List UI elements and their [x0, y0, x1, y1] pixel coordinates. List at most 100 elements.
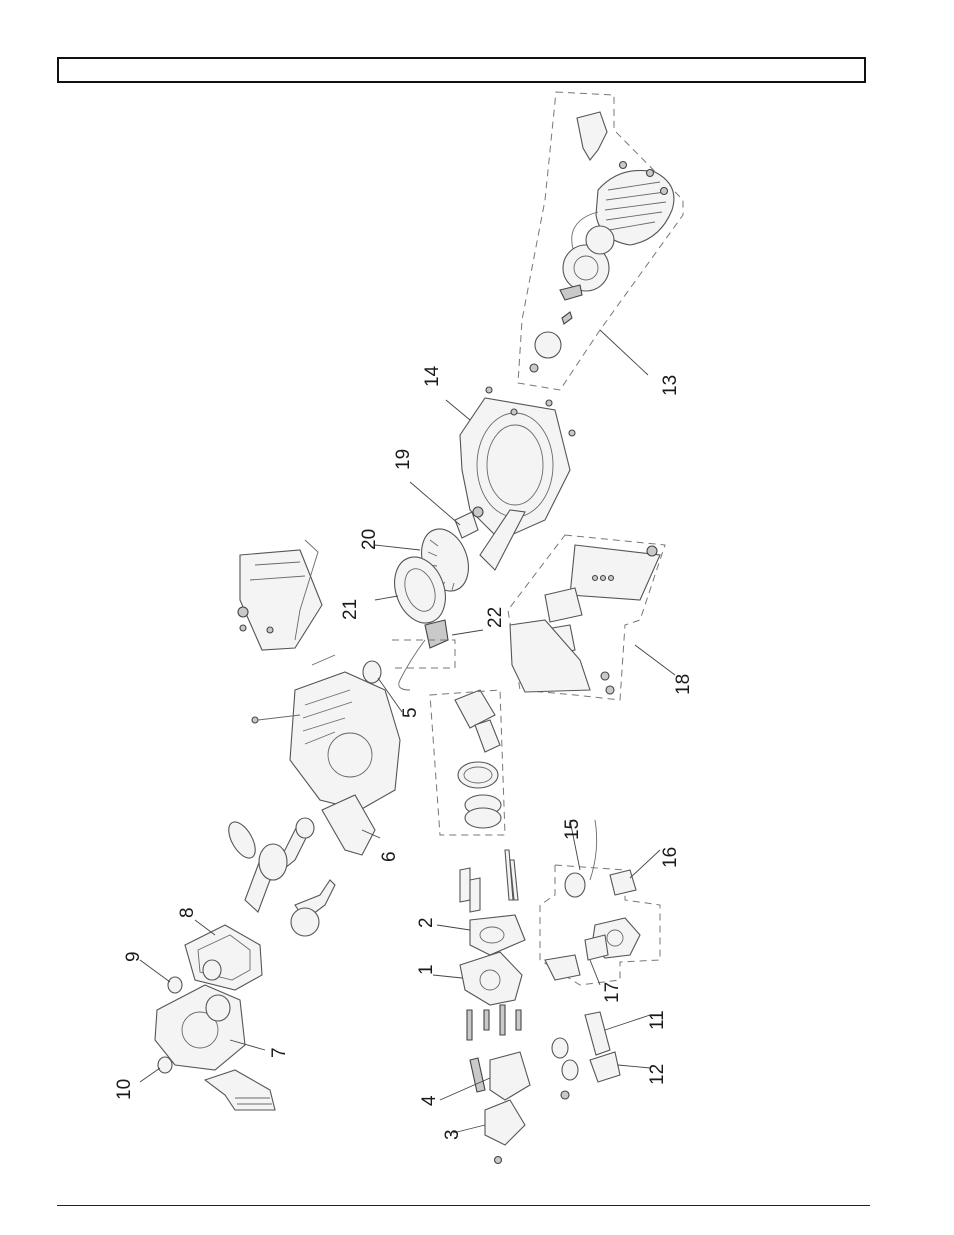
fuel-cap	[238, 607, 248, 617]
cover-nut-a	[620, 162, 627, 169]
air-filter-cover	[570, 545, 660, 600]
ignition-group-outline	[392, 640, 455, 668]
shroud-bolt-c	[546, 400, 552, 406]
leader-19	[410, 482, 460, 525]
crankcase-block	[290, 672, 400, 810]
crank-oil-seal	[296, 818, 314, 838]
cam-gear	[291, 908, 319, 936]
governor-bolt	[252, 717, 258, 723]
leader-16	[630, 850, 660, 878]
cover-vents	[593, 576, 614, 581]
callout-4: 4	[419, 1095, 440, 1106]
link-arm-11	[585, 1012, 610, 1055]
governor-spring-b	[562, 1060, 578, 1080]
leader-13	[600, 330, 648, 375]
starter-cup	[535, 332, 561, 358]
valve-cover-bolt	[495, 1157, 502, 1164]
callout-21: 21	[340, 599, 361, 620]
starter-bolt	[530, 364, 538, 372]
air-filter-group	[508, 535, 675, 700]
callout-2: 2	[416, 917, 437, 928]
crankshaft-group	[223, 795, 380, 936]
starter-spring-small	[562, 312, 572, 324]
crankcase-cover-group	[140, 920, 275, 1110]
callout-10: 10	[114, 1079, 135, 1100]
callout-14: 14	[422, 365, 443, 387]
fuel-tank-body	[240, 550, 322, 650]
head-gasket-2	[470, 915, 525, 955]
callout-19: 19	[393, 449, 414, 470]
base-nut-a	[601, 672, 609, 680]
cover-nut-c	[661, 188, 668, 195]
callout-13: 13	[660, 375, 681, 396]
oil-seal-9	[168, 977, 182, 993]
rod-shaft	[475, 720, 500, 752]
callout-18: 18	[673, 674, 694, 695]
leader-21	[375, 596, 398, 600]
blower-housing	[446, 387, 575, 570]
linkage-nut	[561, 1091, 569, 1099]
flywheel-nut	[473, 507, 483, 517]
leader-17	[590, 960, 600, 985]
ratchet-pawl	[560, 285, 582, 300]
governor-spring-a	[552, 1038, 568, 1058]
callout-15: 15	[562, 819, 583, 840]
cover-bearing	[203, 960, 221, 980]
callout-12: 12	[647, 1064, 668, 1085]
leader-14	[446, 400, 470, 420]
callout-5: 5	[400, 707, 421, 718]
leader-2	[437, 925, 470, 930]
leader-12	[618, 1065, 650, 1068]
connecting-rod	[223, 818, 260, 863]
callout-6: 6	[379, 851, 400, 862]
tank-bolt-b	[267, 627, 273, 633]
crank-counterweight	[259, 844, 287, 880]
air-filter-base	[510, 620, 590, 692]
head-bolts	[467, 1005, 521, 1040]
oil-seal-5	[363, 661, 381, 683]
spark-plug	[470, 1058, 485, 1092]
callout-1: 1	[416, 964, 437, 975]
leader-8	[195, 920, 215, 935]
recoil-starter-assembly	[518, 92, 683, 390]
carburetor-group	[540, 820, 660, 985]
callout-17: 17	[602, 982, 623, 1003]
cylinder-head-1	[460, 952, 522, 1005]
valve-b	[470, 878, 480, 912]
callout-16: 16	[660, 847, 681, 868]
cylinder-head-group	[433, 915, 525, 1040]
leader-1	[433, 975, 462, 978]
cylinder-block	[252, 655, 402, 810]
carb-spacer	[585, 935, 608, 960]
leader-11	[605, 1015, 650, 1030]
callout-20: 20	[359, 529, 380, 550]
carb-float-bowl	[565, 873, 585, 897]
fuel-tank	[238, 540, 322, 650]
starter-handle	[577, 112, 607, 160]
leader-18	[635, 645, 675, 675]
callout-11: 11	[647, 1010, 668, 1030]
breather-tube	[312, 655, 335, 665]
cover-nut-b	[647, 170, 654, 177]
leader-20	[375, 545, 420, 550]
flywheel-group	[375, 482, 483, 690]
piston-ring-b	[465, 808, 501, 828]
leader-9	[140, 960, 170, 982]
callout-3: 3	[442, 1129, 463, 1140]
valve-a	[460, 868, 470, 902]
recoil-spring	[586, 226, 614, 254]
callout-8: 8	[177, 907, 198, 918]
bracket-12	[590, 1052, 620, 1082]
linkage-group	[552, 1012, 650, 1099]
shroud-bolt-d	[569, 430, 575, 436]
oil-seal-10	[158, 1057, 172, 1073]
gasket-17	[545, 955, 580, 980]
piston-group	[430, 690, 505, 835]
ignition-coil-22	[425, 620, 448, 648]
throttle-link	[590, 820, 597, 880]
valve-cover-gasket-4	[490, 1052, 530, 1100]
main-bearing	[206, 995, 230, 1021]
valve-group	[460, 850, 518, 912]
cover-knob	[647, 546, 657, 556]
